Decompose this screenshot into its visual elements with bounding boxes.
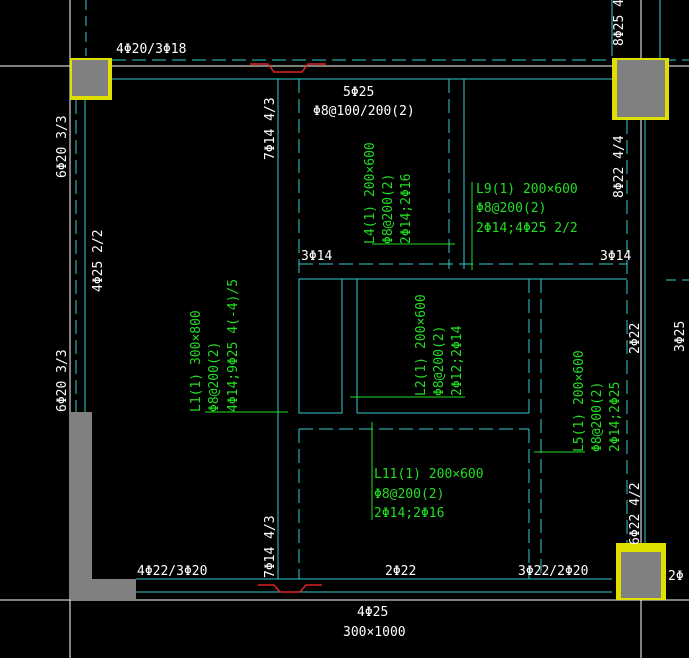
l5-name-label: L5(1) 200×600: [572, 350, 587, 452]
l5-rebar-label: 2Φ14;2Φ25: [608, 382, 623, 452]
column-bottom-right: [621, 552, 661, 598]
vertical-7phi14-top-label: 7Φ14 4/3: [263, 97, 278, 160]
bottom-left-rebar-label: 4Φ22/3Φ20: [137, 564, 207, 579]
mid-3phi14-right-label: 3Φ14: [600, 249, 631, 264]
l9-rebar-label: 2Φ14;4Φ25 2/2: [476, 221, 578, 236]
l2-rebar-label: 2Φ12;2Φ14: [450, 325, 465, 396]
l11-stirrup-label: Φ8@200(2): [374, 487, 444, 502]
bottom-right-rebar-label: 3Φ22/2Φ20: [518, 564, 588, 579]
far-right-clip-label: 3Φ25: [673, 321, 688, 352]
l2-name-label: L2(1) 200×600: [414, 294, 429, 396]
right-beam-side-label: 8Φ22 4/4: [612, 135, 627, 198]
l4-name-label: L4(1) 200×600: [363, 142, 378, 244]
bottom-beam-rebar-label: 4Φ25: [357, 605, 388, 620]
vertical-7phi14-bottom-label: 7Φ14 4/3: [263, 515, 278, 578]
l9-stirrup-label: Φ8@200(2): [476, 201, 546, 216]
right-2phi22-label: 2Φ22: [628, 323, 643, 354]
l2-stirrup-label: Φ8@200(2): [432, 326, 447, 396]
l4-stirrup-label: Φ8@200(2): [381, 174, 396, 244]
l1-stirrup-label: Φ8@200(2): [207, 342, 222, 412]
l11-name-label: L11(1) 200×600: [374, 467, 484, 482]
column-top-right: [617, 60, 665, 117]
bottom-break-mark: [258, 584, 322, 593]
column-bottom-left-l-shape: [70, 412, 136, 600]
left-mid-side-label: 4Φ25 2/2: [91, 229, 106, 292]
l5-stirrup-label: Φ8@200(2): [590, 382, 605, 452]
columns: [70, 58, 669, 600]
left-top-side-label: 6Φ20 3/3: [55, 115, 70, 178]
green-annotations: L9(1) 200×600 Φ8@200(2) 2Φ14;4Φ25 2/2 L1…: [189, 142, 623, 521]
right-low-side-label: 6Φ22 4/2: [628, 482, 643, 545]
right-bottom-clip-label: 2Φ: [668, 569, 684, 584]
top-beam-rebar-label: 4Φ20/3Φ18: [116, 42, 186, 57]
top-right-clip-label: 8Φ25 4/: [612, 0, 627, 46]
top-break-mark: [250, 63, 326, 73]
beam-outlines: [75, 0, 689, 593]
mid-3phi14-left-label: 3Φ14: [301, 249, 332, 264]
beam-top-5phi25-label: 5Φ25: [343, 85, 374, 100]
l1-rebar-label: 4Φ14;9Φ25 4(-4)/5: [226, 279, 241, 412]
l4-rebar-label: 2Φ14;2Φ16: [399, 174, 414, 244]
leader-lines: [205, 182, 585, 520]
break-marks: [250, 63, 326, 593]
l1-name-label: L1(1) 300×800: [189, 310, 204, 412]
l11-rebar-label: 2Φ14;2Φ16: [374, 506, 444, 521]
bottom-mid-rebar-label: 2Φ22: [385, 564, 416, 579]
bottom-beam-size-label: 300×1000: [343, 625, 406, 640]
opening-rectangle: [298, 278, 343, 414]
column-top-left: [72, 60, 108, 96]
white-annotations: 4Φ20/3Φ18 5Φ25 Φ8@100/200(2) 3Φ14 3Φ14 4…: [55, 0, 688, 640]
l9-name-label: L9(1) 200×600: [476, 182, 578, 197]
beam-top-stirrup-label: Φ8@100/200(2): [313, 104, 415, 119]
left-low-side-label: 6Φ20 3/3: [55, 349, 70, 412]
